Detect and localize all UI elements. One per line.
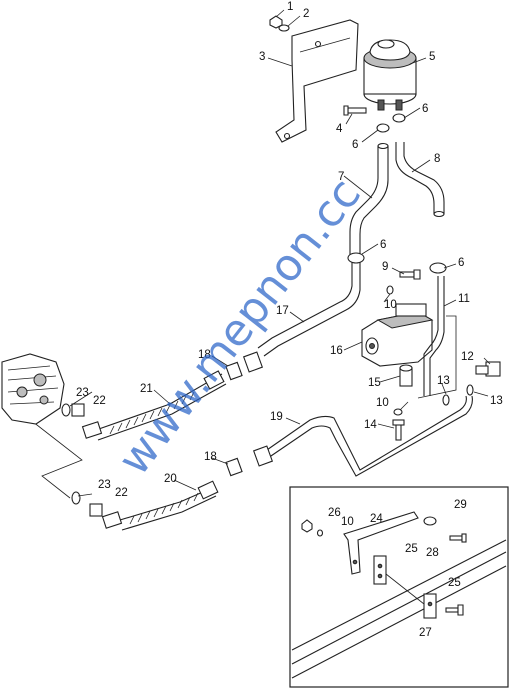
- callout-5: 5: [429, 51, 435, 63]
- washer-2: [278, 24, 290, 32]
- callout-14: 14: [364, 419, 377, 431]
- detail-inset: [289, 486, 509, 688]
- callout-21: 21: [140, 383, 153, 395]
- bolt-14: [392, 419, 405, 441]
- callout-7: 7: [338, 171, 344, 183]
- washer-10-bottom: [393, 408, 403, 416]
- callout-28: 28: [426, 547, 439, 559]
- callout-22-lower: 22: [115, 487, 128, 499]
- callout-29: 29: [454, 499, 467, 511]
- callout-20: 20: [164, 473, 177, 485]
- hydraulic-motor: [1, 353, 65, 425]
- callout-6d: 6: [458, 257, 464, 269]
- hydraulic-pump: [361, 303, 434, 367]
- watermark: www.mepnon.cc: [108, 169, 370, 485]
- callout-26: 26: [328, 507, 341, 519]
- washer-10-top: [386, 285, 394, 295]
- callout-3: 3: [259, 51, 265, 63]
- callout-16: 16: [330, 345, 343, 357]
- fitting-15: [399, 364, 413, 387]
- fitting-22-lower: [89, 503, 103, 517]
- callout-labels: 1 2 3 5 4 6 6 7 8 6 6 9 10 11 17 16 18 1…: [76, 1, 503, 639]
- callout-17: 17: [276, 305, 289, 317]
- return-hose-8: [395, 142, 445, 218]
- hose-clamp-6c: [347, 252, 365, 264]
- mounting-bracket: [275, 19, 359, 143]
- callout-13b: 13: [490, 395, 503, 407]
- o-ring-13b: [466, 384, 474, 396]
- callout-18-upper: 18: [198, 349, 211, 361]
- bolt-9: [399, 269, 421, 280]
- callout-10-top: 10: [384, 299, 397, 311]
- callout-24: 24: [370, 513, 383, 525]
- callout-10-inset: 10: [341, 516, 354, 528]
- fitting-12: [475, 361, 501, 377]
- fitting-22-upper: [71, 403, 85, 417]
- callout-2: 2: [303, 8, 309, 20]
- tube-19: [263, 395, 473, 477]
- suction-hose-7: [349, 142, 389, 258]
- callout-11: 11: [458, 293, 470, 305]
- callout-1: 1: [287, 1, 293, 13]
- callout-25-lower: 25: [448, 577, 461, 589]
- callout-8: 8: [434, 153, 440, 165]
- callout-22-upper: 22: [93, 395, 106, 407]
- callout-18-lower: 18: [204, 451, 217, 463]
- hose-20: [101, 480, 219, 531]
- fitting-18-upper: [225, 351, 264, 381]
- leader-lines: [69, 9, 491, 497]
- hose-clamp-6d: [429, 262, 447, 274]
- callout-4: 4: [336, 123, 343, 135]
- callout-27: 27: [419, 627, 432, 639]
- callout-15: 15: [368, 377, 381, 389]
- hydraulic-reservoir: [363, 39, 417, 111]
- callout-10-mid: 10: [376, 397, 389, 409]
- fitting-18-lower: [225, 445, 274, 477]
- callout-23-upper: 23: [76, 387, 89, 399]
- tube-17: [257, 262, 361, 357]
- o-ring-13a: [442, 394, 450, 406]
- washer-23-upper: [61, 403, 71, 417]
- tube-11: [423, 276, 445, 396]
- callout-6c: 6: [380, 239, 386, 251]
- hose-clamp-6a: [376, 123, 390, 133]
- callout-23-lower: 23: [98, 479, 111, 491]
- callout-25-upper: 25: [405, 543, 418, 555]
- callout-6b: 6: [422, 103, 428, 115]
- callout-12: 12: [461, 351, 474, 363]
- washer-23-lower: [71, 491, 81, 505]
- callout-9: 9: [382, 261, 388, 273]
- callout-13a: 13: [437, 375, 450, 387]
- hose-clamp-6b: [392, 113, 406, 123]
- callout-19: 19: [270, 411, 283, 423]
- callout-6a: 6: [352, 139, 358, 151]
- bolt-4: [343, 105, 367, 116]
